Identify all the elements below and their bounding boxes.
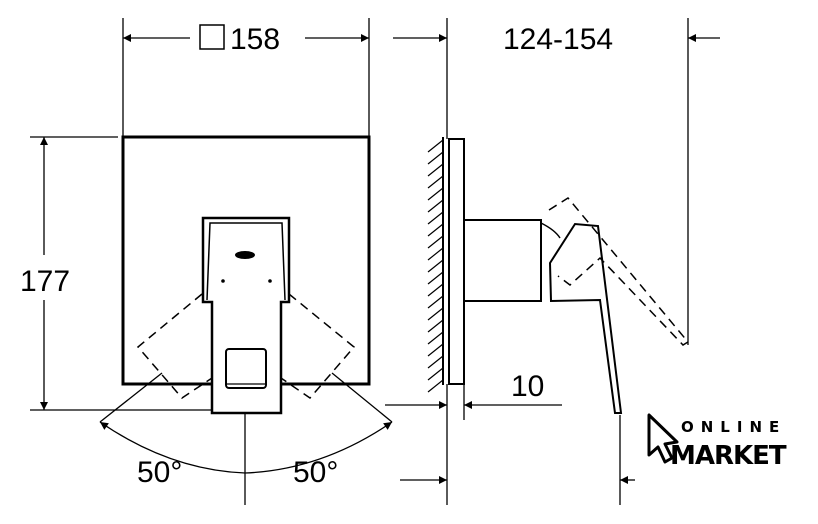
hatch-line bbox=[427, 163, 444, 177]
side-plate bbox=[448, 138, 465, 385]
angle-left-label: 50° bbox=[137, 456, 182, 489]
hatch-line bbox=[427, 295, 444, 309]
hatch-line bbox=[427, 151, 444, 165]
hatch-line bbox=[427, 259, 444, 273]
hatch-line bbox=[427, 175, 444, 189]
brand-mark bbox=[235, 251, 255, 259]
logo-line1: ONLINE bbox=[681, 418, 786, 436]
handle-window bbox=[225, 348, 267, 389]
angle-arc-left bbox=[99, 421, 246, 474]
online-market-logo: ONLINE MARKET bbox=[647, 413, 788, 471]
side-view bbox=[385, 18, 720, 505]
hatch-line bbox=[427, 367, 444, 381]
hatch-line bbox=[427, 223, 444, 237]
height-label: 177 bbox=[20, 265, 70, 298]
angle-line-right bbox=[331, 372, 393, 423]
handle-bevel bbox=[206, 222, 286, 301]
angle-right-label: 50° bbox=[293, 456, 338, 489]
logo-line2: MARKET bbox=[670, 441, 787, 471]
hatch-line bbox=[427, 379, 444, 393]
valve-body bbox=[464, 219, 542, 302]
hatch-line bbox=[427, 343, 444, 357]
wall-hatch bbox=[427, 139, 444, 393]
hatch-line bbox=[427, 187, 444, 201]
handle-rotated-left bbox=[136, 293, 213, 399]
cursor-icon bbox=[647, 413, 679, 464]
square-symbol bbox=[199, 24, 225, 50]
offset-label: 10 bbox=[511, 370, 544, 403]
lever-rotated bbox=[548, 197, 690, 346]
hatch-line bbox=[427, 271, 444, 285]
hatch-line bbox=[427, 331, 444, 345]
hatch-line bbox=[427, 139, 444, 153]
hatch-line bbox=[427, 235, 444, 249]
lever bbox=[548, 222, 623, 414]
depth-label: 124-154 bbox=[503, 23, 613, 56]
hatch-line bbox=[427, 319, 444, 333]
width-label: 158 bbox=[230, 23, 280, 56]
hatch-line bbox=[427, 199, 444, 213]
hatch-line bbox=[427, 355, 444, 369]
hatch-line bbox=[427, 283, 444, 297]
front-view bbox=[30, 18, 393, 505]
angle-line-left bbox=[99, 372, 163, 423]
handle-head bbox=[201, 216, 291, 415]
handle-rotated-right bbox=[280, 293, 356, 399]
hatch-line bbox=[427, 211, 444, 225]
hatch-line bbox=[427, 247, 444, 261]
angle-arc-right bbox=[244, 421, 393, 474]
hatch-line bbox=[427, 307, 444, 321]
